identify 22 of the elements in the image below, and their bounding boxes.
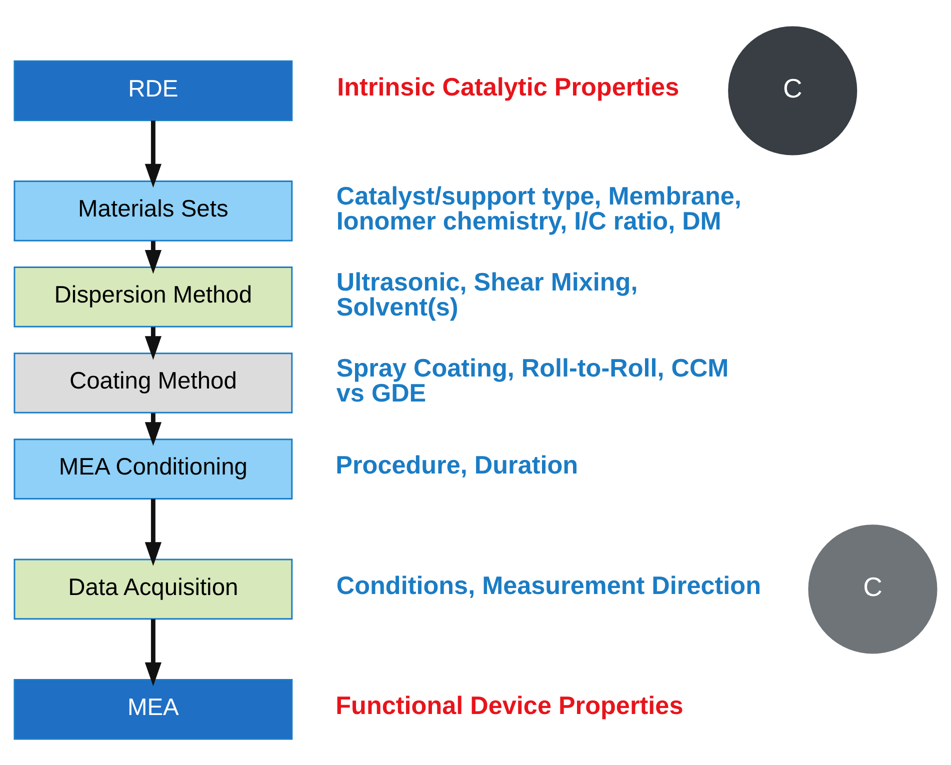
node-circle: C xyxy=(728,26,858,155)
arrow xyxy=(144,618,162,686)
arrow xyxy=(144,412,162,446)
arrow xyxy=(144,498,162,566)
node-box: Dispersion Method xyxy=(14,266,293,327)
node-box: Data Acquisition xyxy=(14,558,293,620)
node-label: Procedure, Duration xyxy=(336,451,578,480)
node-box: MEA Conditioning xyxy=(14,438,293,499)
node-label: Functional Device Properties xyxy=(336,691,684,720)
node-box: MEA xyxy=(14,678,293,740)
arrow xyxy=(144,240,162,274)
node-box: RDE xyxy=(14,60,293,121)
arrow xyxy=(144,120,162,188)
node-label: Intrinsic Catalytic Properties xyxy=(337,72,680,101)
node-label: Ultrasonic, Shear Mixing, Solvent(s) xyxy=(336,268,638,322)
node-label: Catalyst/support type, Membrane, Ionomer chemistry, I/C ratio, DM xyxy=(336,182,742,236)
node-box: Coating Method xyxy=(14,352,293,413)
node-label: Spray Coating, Roll-to-Roll, CCM vs GDE xyxy=(336,354,729,408)
node-circle: C xyxy=(808,524,938,654)
node-box: Materials Sets xyxy=(14,180,293,241)
arrow xyxy=(144,326,162,360)
node-label: Conditions, Measurement Direction xyxy=(336,571,761,600)
